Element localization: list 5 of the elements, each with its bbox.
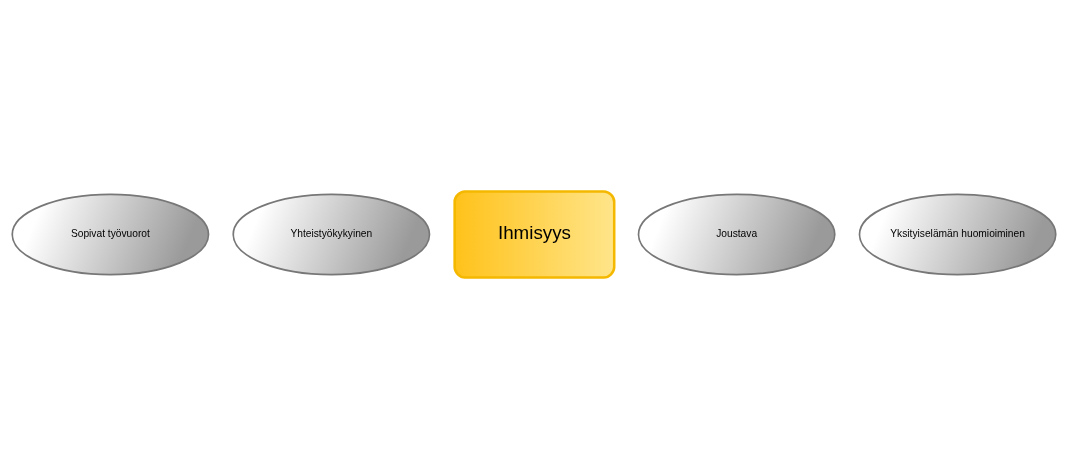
node-ellipse: Yhteistyökykyinen [232,193,431,275]
node-box: Ihmisyys [453,189,616,279]
node-ellipse: Joustava [637,193,836,275]
node-ellipse: Sopivat työvuorot [11,193,210,275]
node-ellipse: Yksityiselämän huomioiminen [858,193,1057,275]
